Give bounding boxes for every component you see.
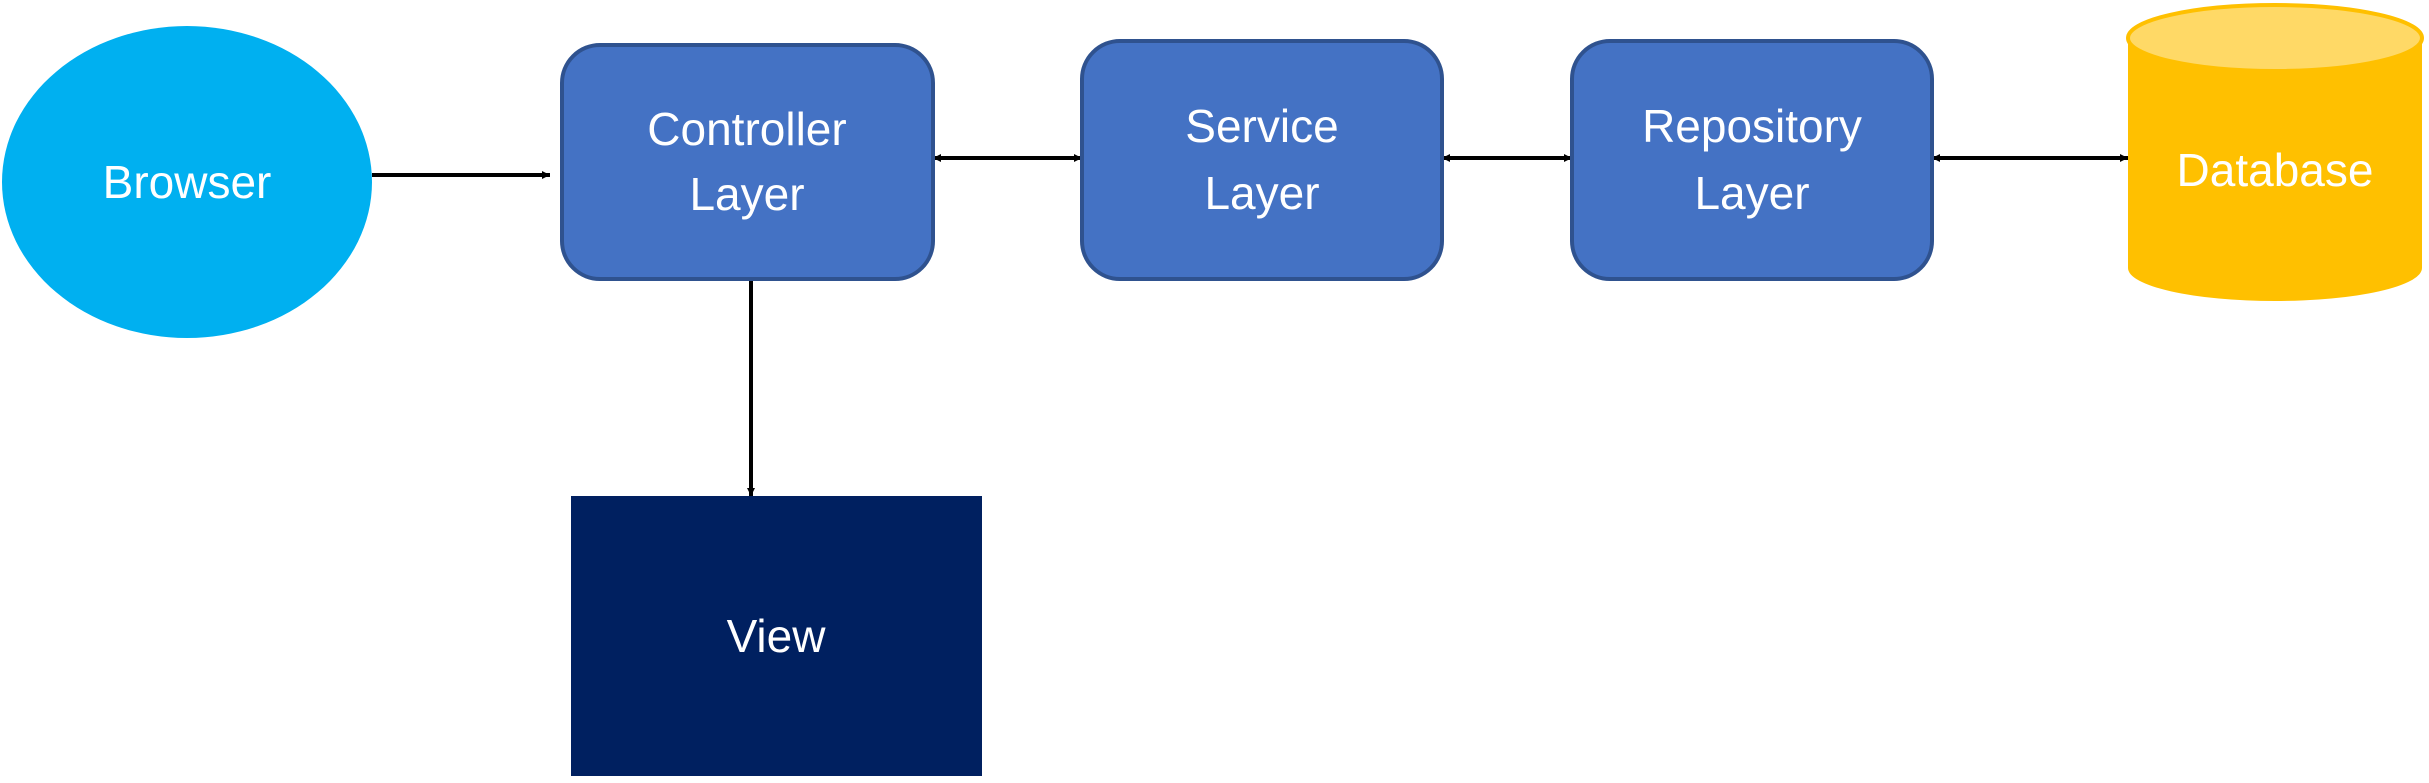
controller-layer-shape [560, 43, 935, 281]
repository-layer-label-line1: Repository [1642, 100, 1862, 152]
repository-layer-label-line2: Layer [1694, 167, 1809, 219]
view-node: View [571, 496, 982, 776]
database-label: Database [2177, 144, 2374, 196]
service-layer-label-line2: Layer [1204, 167, 1319, 219]
service-layer-label-line1: Service [1185, 100, 1338, 152]
edges [372, 154, 2128, 496]
browser-label: Browser [103, 156, 272, 208]
controller-layer-node: Controller Layer [560, 43, 935, 281]
database-node: Database [2126, 3, 2424, 301]
browser-node: Browser [2, 26, 372, 338]
service-layer-node: Service Layer [1080, 39, 1444, 281]
service-layer-shape [1080, 39, 1444, 281]
database-top [2126, 3, 2424, 73]
controller-layer-label-line1: Controller [647, 103, 846, 155]
controller-layer-label-line2: Layer [689, 168, 804, 220]
browser-shape [2, 26, 372, 338]
database-body [2128, 38, 2422, 301]
view-label: View [727, 610, 827, 662]
view-shape [571, 496, 982, 776]
repository-layer-shape [1570, 39, 1934, 281]
repository-layer-node: Repository Layer [1570, 39, 1934, 281]
